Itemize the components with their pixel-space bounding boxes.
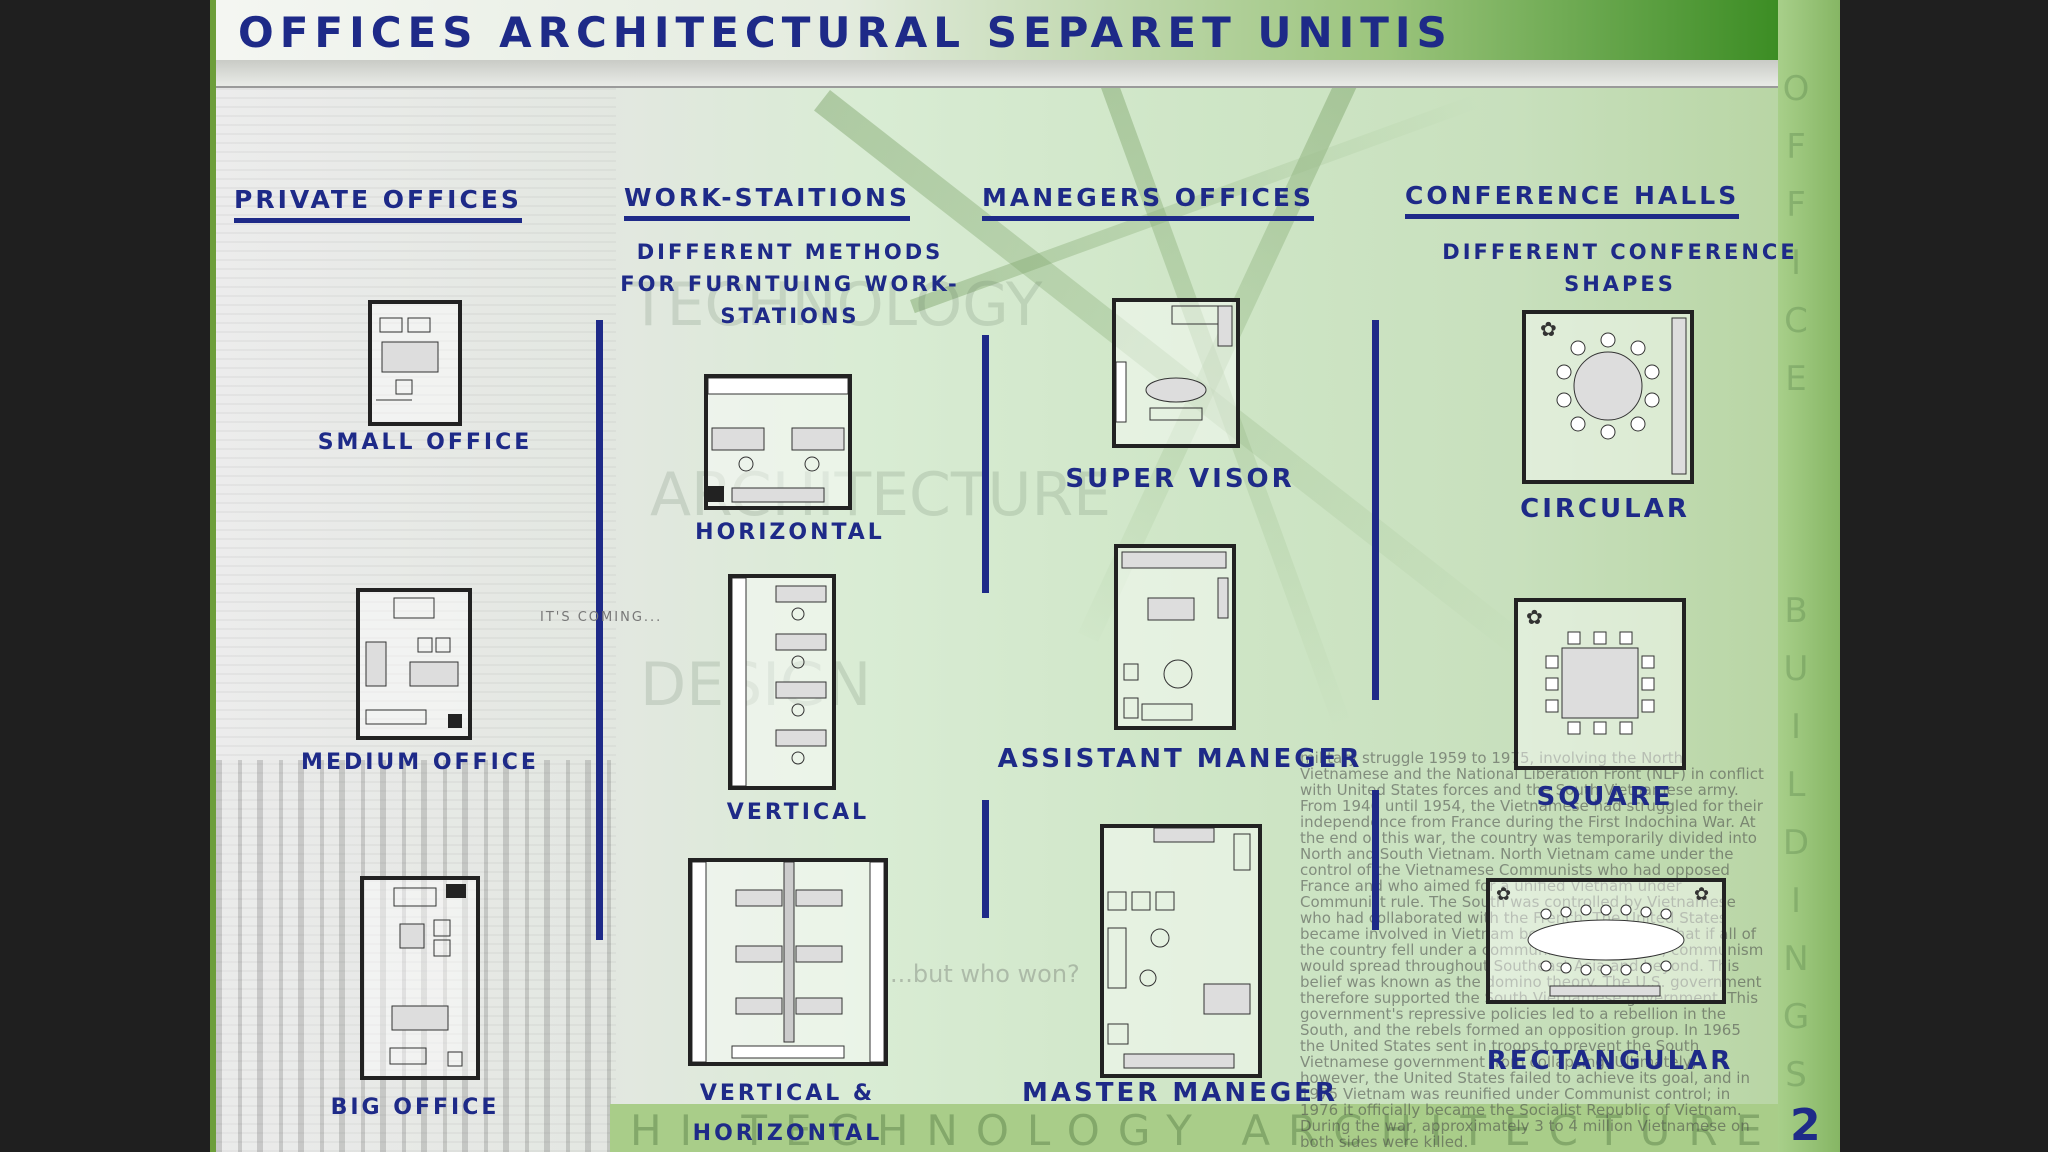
heading-work-stations: WORK-STAITIONS [624, 183, 910, 221]
label-supervisor: SUPER VISOR [1065, 464, 1295, 494]
side-letter: I [1790, 243, 1802, 283]
side-letter: I [1790, 881, 1802, 921]
side-letter [1776, 524, 1816, 582]
watermark-but-who-won: ...but who won? [890, 960, 1080, 988]
circular-conference-plan: ✿ [1522, 310, 1694, 484]
horizontal-workstation-plan [704, 374, 852, 510]
column-divider [1372, 790, 1379, 930]
workstations-subtitle: DIFFERENT METHODS FOR FURNTUING WORK-STA… [620, 240, 960, 328]
side-letter: L [1786, 765, 1806, 805]
right-green-strip [1778, 0, 1840, 1152]
label-master-manager: MASTER MANEGER [1022, 1078, 1338, 1108]
side-letter: B [1784, 591, 1808, 631]
small-office-plan [368, 300, 462, 426]
conference-subtitle: DIFFERENT CONFERENCE SHAPES [1442, 240, 1798, 296]
column-divider [596, 320, 603, 940]
side-letter: N [1783, 939, 1809, 979]
side-letter: E [1785, 359, 1807, 399]
page-title: OFFICES ARCHITECTURAL SEPARET UNITIS [238, 8, 1453, 57]
bottom-watermark: HI TECHNOLOGY ARCHITECTURE [630, 1106, 1781, 1152]
coming-watermark: IT'S COMING... [540, 610, 663, 625]
label-square: SQUARE [1536, 782, 1674, 812]
vertical-horizontal-workstation-plan [688, 858, 888, 1066]
medium-office-plan [356, 588, 472, 740]
label-small-office: SMALL OFFICE [317, 430, 533, 455]
master-manager-office-plan [1100, 824, 1262, 1078]
label-rectangular: RECTANGULAR [1486, 1046, 1734, 1076]
heading-private-offices: PRIVATE OFFICES [234, 185, 522, 223]
title-band [216, 0, 1778, 60]
vertical-workstation-plan [728, 574, 836, 790]
column-divider [982, 800, 989, 918]
square-conference-plan: ✿ [1514, 598, 1686, 770]
side-letter: C [1784, 301, 1808, 341]
label-horizontal: HORIZONTAL [695, 520, 885, 545]
big-office-plan [360, 876, 480, 1080]
svg-text:✿: ✿ [1694, 884, 1709, 905]
side-letter: U [1783, 649, 1809, 689]
watermark-technology: TECHNOLOGY [630, 270, 1043, 340]
bottom-green-band [610, 1104, 1778, 1152]
side-letter: F [1786, 127, 1806, 167]
rectangular-conference-plan: ✿✿ [1486, 878, 1726, 1004]
side-letter [1776, 408, 1816, 466]
page-number: 2 [1790, 1100, 1821, 1151]
svg-text:✿: ✿ [1526, 605, 1543, 629]
left-photo-texture [216, 760, 616, 1152]
title-underband [216, 60, 1840, 88]
label-vertical-and-horizontal: VERTICAL & HORIZONTAL [692, 1081, 883, 1146]
heading-conference-halls: CONFERENCE HALLS [1405, 181, 1740, 219]
watermark-architecture: ARCHITECTURE [650, 460, 1112, 530]
left-text-texture [216, 88, 616, 1152]
label-medium-office: MEDIUM OFFICE [301, 750, 539, 775]
heading-managers-offices: MANEGERS OFFICES [982, 183, 1314, 221]
side-letter: I [1790, 707, 1802, 747]
svg-text:✿: ✿ [1540, 317, 1557, 341]
label-assistant-manager: ASSISTANT MANEGER [997, 744, 1363, 774]
column-divider [982, 335, 989, 593]
side-letter: O [1782, 69, 1810, 109]
label-vertical: VERTICAL [726, 800, 870, 825]
side-letter: F [1786, 185, 1806, 225]
column-divider [1372, 320, 1379, 700]
poster-board: TECHNOLOGY ARCHITECTURE D E S I GN ...but wh… [210, 0, 1840, 1152]
left-black-margin [0, 0, 210, 1152]
label-big-office: BIG OFFICE [330, 1095, 500, 1120]
side-letter: D [1782, 823, 1810, 863]
side-letter: G [1782, 997, 1810, 1037]
assistant-manager-office-plan [1114, 544, 1236, 730]
left-green-strip [210, 0, 216, 1152]
label-circular: CIRCULAR [1520, 494, 1690, 524]
right-black-margin [1840, 0, 2048, 1152]
side-letter: S [1785, 1055, 1807, 1095]
side-letter [1776, 466, 1816, 524]
supervisor-office-plan [1112, 298, 1240, 448]
svg-text:✿: ✿ [1496, 884, 1511, 905]
